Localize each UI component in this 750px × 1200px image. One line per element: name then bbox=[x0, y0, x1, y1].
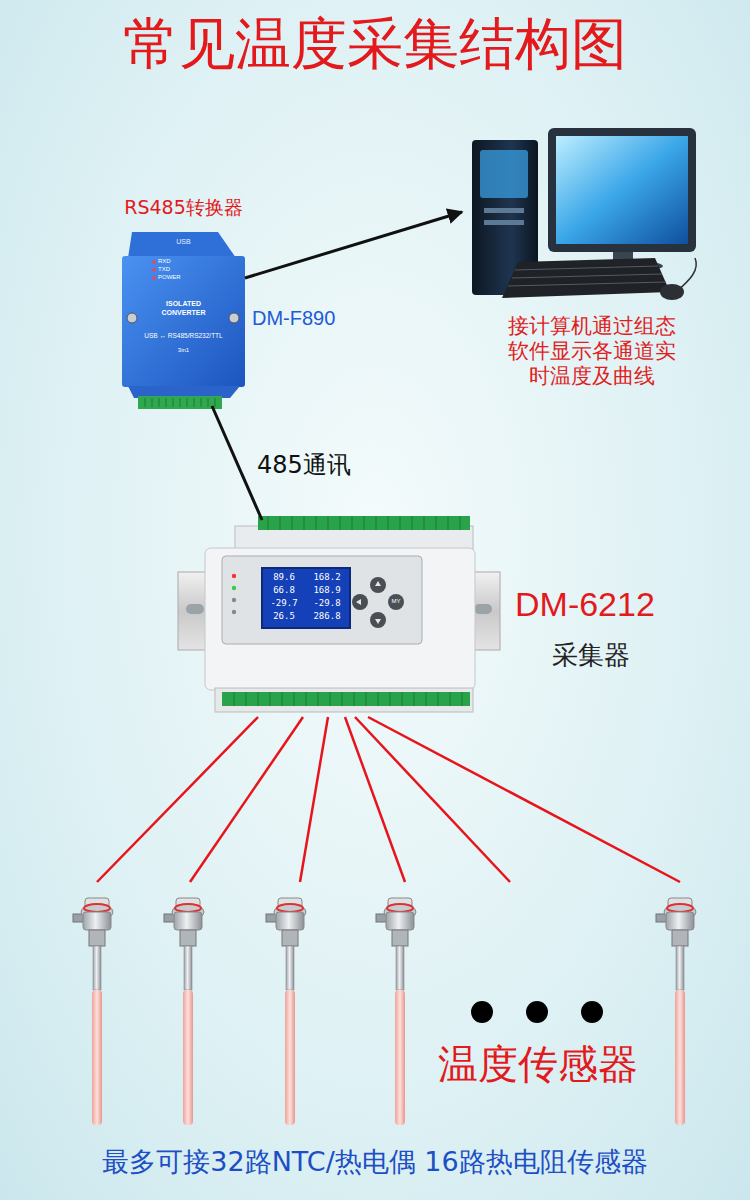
device-marking: ISOLATED bbox=[122, 300, 245, 308]
collector-illustration-part bbox=[205, 548, 475, 690]
sensor-illustrations-part bbox=[73, 898, 113, 1125]
device-marking: CONVERTER bbox=[122, 309, 245, 317]
lcd-reading: 168.2 bbox=[306, 572, 348, 583]
sensor-wire bbox=[355, 717, 510, 882]
led-label: TXD bbox=[158, 266, 170, 273]
computer-illustration-part bbox=[502, 258, 670, 298]
sensor-wire bbox=[368, 717, 680, 882]
sensor-illustrations-part bbox=[471, 1001, 493, 1023]
computer-illustration bbox=[472, 128, 696, 300]
computer-note: 接计算机通过组态软件显示各通道实时温度及曲线 bbox=[506, 314, 678, 390]
sensor-wire bbox=[345, 717, 405, 882]
collector-illustration-part bbox=[262, 568, 350, 628]
sensor-wire bbox=[190, 717, 303, 882]
diagram-caption: 最多可接32路NTC/热电偶 16路热电阻传感器 bbox=[0, 1146, 750, 1178]
connector-line bbox=[212, 406, 262, 520]
sensor-illustrations-part bbox=[376, 898, 416, 1125]
collector-illustration-part bbox=[222, 556, 422, 644]
collector-illustration-part bbox=[258, 516, 470, 530]
sensor-illustrations-part bbox=[526, 1001, 548, 1023]
converter-illustration-part bbox=[152, 260, 156, 264]
converter-illustration-part bbox=[152, 276, 156, 280]
sensor-group: 温度传感器 bbox=[40, 882, 720, 1132]
computer-illustration-part bbox=[556, 136, 688, 244]
converter-illustration-part bbox=[127, 313, 137, 323]
device-marking: 3in1 bbox=[122, 347, 245, 354]
collector-illustration-part bbox=[232, 598, 236, 602]
connector-line bbox=[245, 212, 462, 278]
button-label: MY bbox=[386, 598, 406, 605]
converter-illustration-part bbox=[122, 256, 245, 387]
collector-illustration-part bbox=[215, 688, 473, 712]
device-marking: USB ↔ RS485/RS232/TTL bbox=[122, 332, 245, 340]
collector-illustration-part bbox=[222, 692, 470, 706]
lcd-reading: -29.7 bbox=[264, 598, 304, 609]
computer-illustration-part bbox=[660, 284, 684, 300]
diagram-title: 常见温度采集结构图 bbox=[0, 10, 750, 77]
led-label: RXD bbox=[158, 258, 171, 265]
collector-illustration-part bbox=[268, 516, 460, 530]
lcd-reading: -29.8 bbox=[306, 598, 348, 609]
converter-illustration-part bbox=[229, 313, 239, 323]
model-number: DM-6212 bbox=[515, 584, 655, 625]
edge-label: 485通讯 bbox=[257, 451, 351, 480]
converter-illustration-part bbox=[145, 398, 215, 407]
computer-illustration-part bbox=[480, 150, 528, 198]
collector-illustration-part bbox=[234, 692, 462, 706]
group-label: 温度传感器 bbox=[438, 1040, 638, 1088]
sensor-illustrations-part bbox=[656, 898, 696, 1125]
collector-illustration bbox=[178, 516, 500, 712]
collector-illustration-part bbox=[356, 581, 381, 624]
collector-illustration-part bbox=[474, 604, 492, 614]
lcd-reading: 89.6 bbox=[264, 572, 304, 583]
collector-illustration-part bbox=[232, 574, 236, 578]
computer-node: 接计算机通过组态软件显示各通道实时温度及曲线 bbox=[462, 128, 712, 394]
computer-illustration-part bbox=[548, 128, 696, 252]
model-number: DM-F890 bbox=[252, 306, 335, 330]
lcd-reading: 168.9 bbox=[306, 585, 348, 596]
sensor-illustrations-part bbox=[164, 898, 204, 1125]
lcd-reading: 66.8 bbox=[264, 585, 304, 596]
device-name: 采集器 bbox=[552, 640, 630, 671]
computer-illustration-part bbox=[484, 220, 524, 225]
collector-illustration-part bbox=[232, 586, 236, 590]
computer-illustration-part bbox=[508, 266, 666, 286]
lcd-reading: 286.8 bbox=[306, 611, 348, 622]
sensor-wire bbox=[97, 717, 258, 882]
led-label: POWER bbox=[158, 274, 181, 281]
sensor-illustrations bbox=[73, 898, 696, 1125]
converter-illustration-part bbox=[138, 396, 222, 409]
converter-illustration bbox=[122, 232, 245, 409]
port-label: USB bbox=[122, 238, 245, 246]
lcd-reading: 26.5 bbox=[264, 611, 304, 622]
collector-illustration-part bbox=[186, 604, 204, 614]
collector-illustration-part bbox=[232, 610, 236, 614]
device-heading: RS485转换器 bbox=[102, 196, 265, 219]
sensor-illustrations-part bbox=[581, 1001, 603, 1023]
converter-illustration-part bbox=[152, 268, 156, 272]
computer-illustration-part bbox=[484, 208, 524, 213]
sensor-wire bbox=[300, 717, 328, 882]
sensor-illustrations-part bbox=[266, 898, 306, 1125]
